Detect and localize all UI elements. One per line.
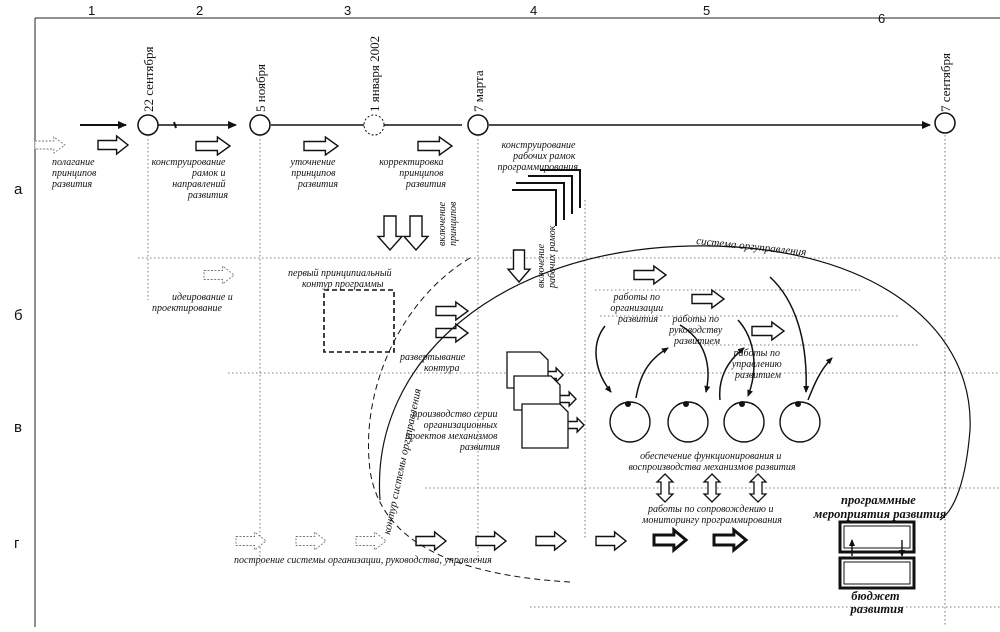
column-number-6: 6 bbox=[878, 11, 885, 26]
first-program-contour-box bbox=[323, 289, 395, 353]
arrow-raboty-upravleniyu bbox=[751, 320, 786, 342]
block-arrows bbox=[34, 134, 786, 554]
label-budzhet: бюджет развития bbox=[849, 589, 904, 616]
arrow-raboty-rukovodstvu bbox=[691, 288, 726, 310]
label-polaganie: полагание принципов развития bbox=[51, 157, 99, 190]
label-postroenie: построение системы организации, руководс… bbox=[234, 555, 492, 566]
double-arrow-3 bbox=[748, 473, 768, 503]
column-number-2: 2 bbox=[196, 3, 203, 18]
label-utochnenie: уточнение принципов развития bbox=[290, 157, 339, 190]
label-raboty-organizacii: работы по организации развития bbox=[610, 292, 665, 325]
system-ellipse bbox=[378, 245, 971, 521]
double-arrow-2 bbox=[702, 473, 722, 503]
date-7-sept: 7 сентября bbox=[938, 53, 953, 112]
label-programmnye-meropriyatiya: программные мероприятия развития bbox=[813, 493, 947, 521]
label-ideirovanie: идеирование и проектирование bbox=[152, 292, 235, 314]
row-letter-g: г bbox=[14, 535, 20, 552]
arrow-raboty-organizacii bbox=[633, 264, 668, 286]
column-number-1: 1 bbox=[88, 3, 95, 18]
date-7-march: 7 марта bbox=[471, 70, 486, 112]
row-letter-b: б bbox=[14, 307, 23, 324]
label-vkluchenie-principov: включение принципов bbox=[437, 199, 459, 246]
cycle-circle-3 bbox=[723, 401, 765, 443]
label-soprovozhdenie: работы по сопровождению и мониторингу пр… bbox=[641, 504, 782, 526]
arrow-g-2 bbox=[295, 531, 327, 551]
arrow-start bbox=[34, 136, 66, 154]
label-sistema-orgupravleniya: система оргуправления bbox=[696, 235, 807, 258]
label-pervyi-kontur: первый принципиальный контур программы bbox=[288, 268, 394, 290]
arrow-g-4 bbox=[415, 530, 448, 552]
label-vkluchenie-ramok: включение рабочих рамок bbox=[536, 225, 558, 289]
label-raboty-upravleniyu: работы по управлению развитием bbox=[731, 348, 784, 381]
arrow-g-9 bbox=[712, 526, 749, 554]
label-korrektirovka: корректировка принципов развития bbox=[379, 157, 446, 190]
date-5-nov: 5 ноября bbox=[253, 64, 268, 112]
date-1-jan-2002: 1 января 2002 bbox=[367, 36, 382, 112]
date-22-sept: 22 сентября bbox=[141, 46, 156, 112]
arrow-razvertyvanie-2 bbox=[435, 322, 470, 344]
mechanism-cycles bbox=[609, 401, 821, 443]
budget-cycle-block bbox=[838, 520, 916, 590]
arrow-down-principles-2 bbox=[402, 215, 430, 252]
timeline bbox=[80, 112, 956, 136]
cycle-circle-2 bbox=[667, 401, 709, 443]
arrow-document-3 bbox=[565, 416, 585, 434]
row-letter-a: а bbox=[14, 181, 23, 198]
milestone-1 bbox=[137, 114, 159, 136]
column-number-3: 3 bbox=[344, 3, 351, 18]
arrow-polaganie bbox=[97, 134, 130, 156]
arrow-g-6 bbox=[535, 530, 568, 552]
dotted-grid bbox=[138, 135, 1000, 627]
arrow-g-3 bbox=[355, 531, 387, 551]
arrow-down-principles-1 bbox=[376, 215, 404, 252]
label-proizvodstvo: производство серии организационных проек… bbox=[405, 409, 500, 453]
label-raboty-rukovodstvu: работы по руководству развитием bbox=[668, 314, 725, 347]
arrow-g-7 bbox=[595, 530, 628, 552]
label-konstruirovanie-ramok: конструирование рамок и направлений разв… bbox=[152, 157, 229, 201]
arrow-down-frames bbox=[506, 249, 532, 284]
double-arrow-1 bbox=[655, 473, 675, 503]
label-obespechenie: обеспечение функционирования и воспроизв… bbox=[628, 451, 795, 473]
arrow-g-5 bbox=[475, 530, 508, 552]
row-letter-v: в bbox=[14, 419, 22, 436]
arrow-ideirovanie bbox=[203, 265, 235, 285]
label-razvertyvanie: развертывание контура bbox=[399, 352, 468, 374]
cycle-circle-4 bbox=[779, 401, 821, 443]
milestone-3 bbox=[363, 114, 385, 136]
arrow-konstruirovanie bbox=[195, 135, 232, 157]
working-frames-lines bbox=[512, 169, 581, 226]
cycle-connector-arrows bbox=[595, 276, 833, 401]
milestone-4 bbox=[467, 114, 489, 136]
arrow-razvertyvanie-1 bbox=[435, 300, 470, 322]
column-number-5: 5 bbox=[703, 3, 710, 18]
cycle-circle-1 bbox=[609, 401, 651, 443]
milestone-2 bbox=[249, 114, 271, 136]
arrow-korrektirovka bbox=[417, 135, 454, 157]
project-document-icons bbox=[506, 351, 569, 449]
arrow-g-1 bbox=[235, 531, 267, 551]
monitoring-double-arrows bbox=[655, 473, 768, 503]
label-konstruirovanie-rabochih: конструирование рабочих рамок программир… bbox=[497, 140, 578, 173]
arrow-utochnenie bbox=[303, 135, 340, 157]
column-number-4: 4 bbox=[530, 3, 537, 18]
arrow-g-8 bbox=[652, 526, 689, 554]
milestone-5 bbox=[934, 112, 956, 134]
